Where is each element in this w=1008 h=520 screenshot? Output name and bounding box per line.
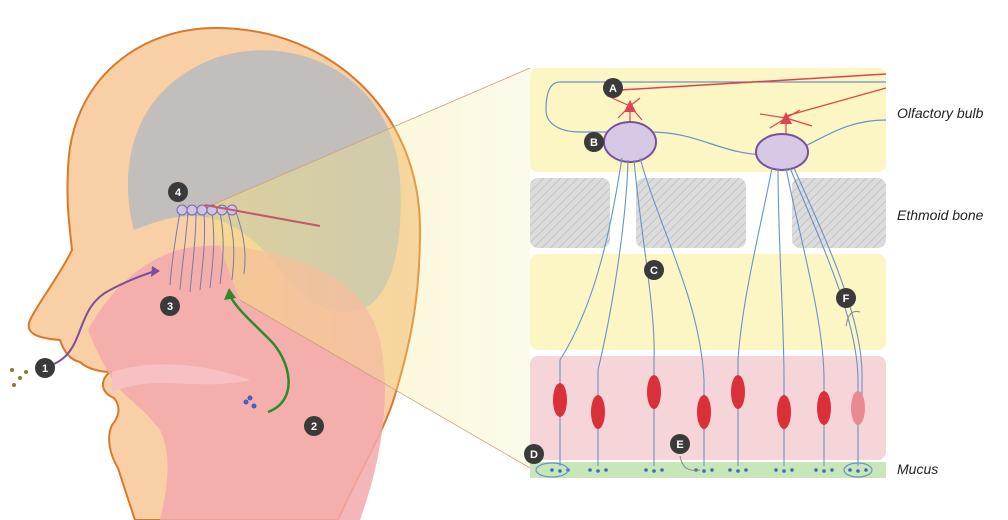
odor-particles bbox=[10, 368, 28, 387]
marker-a: A bbox=[603, 78, 623, 98]
ethmoid-left bbox=[530, 178, 610, 248]
marker-d-label: D bbox=[530, 449, 538, 461]
head bbox=[10, 28, 530, 520]
label-mucus: Mucus bbox=[897, 461, 938, 477]
marker-4-label: 4 bbox=[175, 187, 182, 199]
marker-c-label: C bbox=[650, 265, 658, 277]
marker-4: 4 bbox=[168, 182, 188, 202]
marker-2: 2 bbox=[304, 416, 324, 436]
ethmoid-right bbox=[792, 178, 886, 248]
marker-2-label: 2 bbox=[311, 421, 317, 433]
marker-d: D bbox=[524, 444, 544, 464]
marker-1-label: 1 bbox=[42, 363, 48, 375]
marker-f: F bbox=[836, 288, 856, 308]
marker-e-label: E bbox=[676, 439, 683, 451]
marker-3-label: 3 bbox=[167, 301, 173, 313]
marker-a-label: A bbox=[609, 83, 617, 95]
zoom-panel bbox=[530, 68, 886, 478]
marker-b-label: B bbox=[590, 137, 598, 149]
label-ethmoid-bone: Ethmoid bone bbox=[897, 207, 984, 223]
marker-f-label: F bbox=[843, 293, 850, 305]
marker-1: 1 bbox=[35, 358, 55, 378]
marker-e: E bbox=[670, 434, 690, 454]
bulb-layer bbox=[530, 68, 886, 172]
marker-b: B bbox=[584, 132, 604, 152]
glomerulus-2 bbox=[756, 134, 808, 170]
lamina-layer bbox=[530, 254, 886, 350]
label-olfactory-bulb: Olfactory bulb bbox=[897, 105, 984, 121]
marker-3: 3 bbox=[160, 296, 180, 316]
glomerulus-1 bbox=[604, 122, 656, 162]
marker-c: C bbox=[644, 260, 664, 280]
ethmoid-mid bbox=[636, 178, 746, 248]
